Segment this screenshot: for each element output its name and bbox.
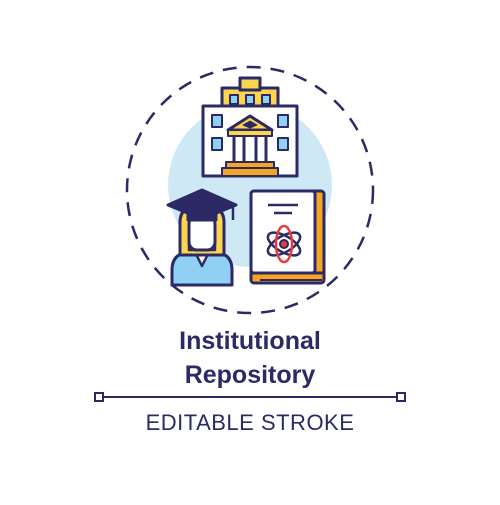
atom-icon bbox=[266, 224, 302, 264]
title-line-2: Repository bbox=[184, 361, 316, 389]
title-line-1: Institutional bbox=[179, 327, 321, 355]
university-building-icon bbox=[201, 76, 299, 178]
graduate-student-icon bbox=[166, 188, 238, 287]
caption-rule bbox=[94, 392, 406, 402]
editable-stroke-caption: EDITABLE STROKE bbox=[145, 410, 355, 435]
dashed-ring bbox=[125, 65, 375, 315]
